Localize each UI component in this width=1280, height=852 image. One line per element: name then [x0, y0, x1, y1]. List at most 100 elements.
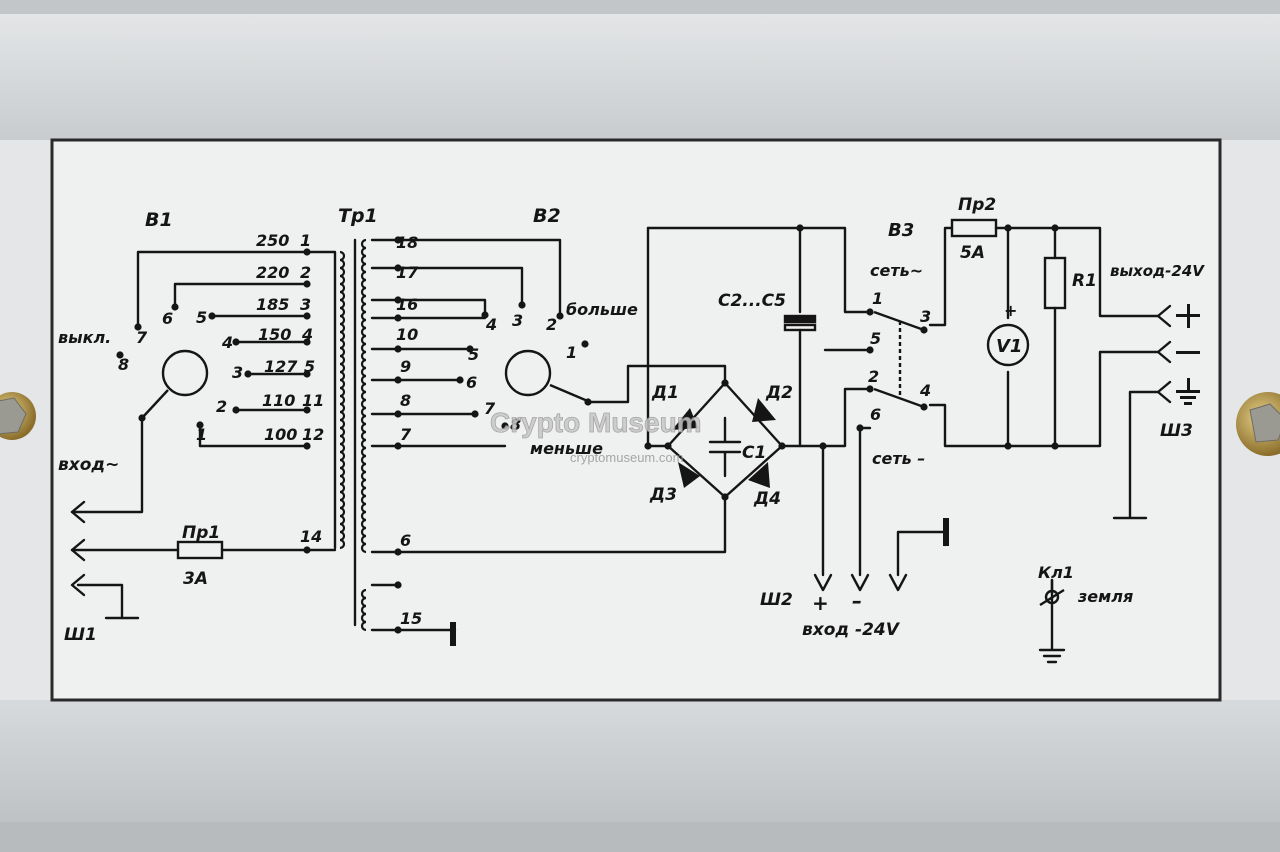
label-pr1-rating: 3А — [183, 569, 208, 589]
label-sh3: Ш3 — [1160, 421, 1193, 441]
b3-contact: 1 — [872, 289, 883, 308]
label-input-minus: – — [852, 589, 862, 613]
b2-contact: 5 — [468, 345, 479, 364]
junction-dot — [394, 345, 402, 353]
junction-dot — [584, 398, 592, 406]
diode-d4-icon — [748, 462, 770, 488]
secondary-pin: 9 — [400, 357, 411, 376]
b3-contact: 6 — [870, 405, 881, 424]
secondary-pin: 6 — [400, 531, 411, 550]
primary-tap-labels: 250 1 220 2 185 3 150 4 127 5 110 11 100… — [256, 231, 324, 444]
tap-pin: 3 — [300, 295, 311, 314]
schematic-plate — [50, 138, 1222, 702]
b1-contact-labels: 7 8 6 5 4 3 2 1 — [118, 308, 243, 444]
junction-dot — [394, 626, 402, 634]
b1-contact: 2 — [216, 397, 227, 416]
label-d4: Д4 — [753, 489, 781, 509]
label-d3: Д3 — [649, 485, 677, 505]
junction-dot — [721, 493, 729, 501]
b2-contact: 8 — [510, 415, 521, 434]
label-zemlya: земля — [1077, 587, 1133, 606]
voltmeter-v1 — [986, 323, 1030, 367]
junction-dot — [303, 248, 311, 256]
tap-voltage: 150 — [258, 325, 291, 344]
junction-dot — [138, 414, 146, 422]
coil-loop — [339, 250, 346, 550]
label-b1: В1 — [145, 209, 173, 231]
junction-dot — [171, 303, 179, 311]
b2-contact: 1 — [566, 343, 577, 362]
junction-dot — [456, 376, 464, 384]
label-v1-polarity: + — [1004, 301, 1017, 320]
junction-dot — [196, 421, 204, 429]
junction-dot — [819, 442, 827, 450]
coil-loop — [360, 588, 367, 632]
junction-dot — [303, 442, 311, 450]
transformer-windings — [339, 238, 367, 632]
junction-dot — [518, 301, 526, 309]
b2-contact: 6 — [466, 373, 477, 392]
junction-dot — [778, 442, 786, 450]
tap-voltage: 127 — [264, 357, 298, 376]
junction-dot — [856, 424, 864, 432]
output-minus-icon — [1176, 351, 1200, 354]
b1-contact: 5 — [196, 308, 207, 327]
junction-dot — [394, 314, 402, 322]
tap-pin: 11 — [302, 391, 324, 410]
shield-ground-bar — [450, 622, 456, 646]
label-bolshe: больше — [566, 300, 638, 319]
b3-contact-labels: 1 3 5 2 4 6 — [868, 289, 931, 424]
b2-contact: 4 — [485, 315, 497, 334]
label-vkhod-dc: вход -24V — [802, 620, 901, 640]
junction-dot — [232, 338, 240, 346]
junction-dot — [303, 280, 311, 288]
diode-d1-icon — [672, 408, 698, 430]
junction-dot — [866, 308, 874, 316]
junction-dot — [394, 442, 402, 450]
diode-d2-icon — [752, 398, 776, 422]
junction-dot — [1004, 224, 1012, 232]
label-c2c5: С2...С5 — [718, 291, 786, 311]
left-screw-icon — [0, 392, 36, 440]
b3-contact: 2 — [868, 367, 879, 386]
diode-d3-icon — [678, 462, 700, 488]
junction-dot — [664, 442, 672, 450]
label-tp1: Тр1 — [338, 205, 378, 227]
junction-dot — [394, 581, 402, 589]
label-kl1: Кл1 — [1038, 563, 1074, 582]
secondary-pin: 18 — [396, 233, 418, 252]
b3-blade-bottom — [873, 387, 925, 409]
junction-dot — [1051, 224, 1059, 232]
junction-dot — [481, 311, 489, 319]
b1-contact: 3 — [232, 363, 243, 382]
tap-pin: 1 — [300, 231, 311, 250]
label-pr2-rating: 5А — [960, 243, 985, 263]
tap-pin: 2 — [300, 263, 311, 282]
junction-dot — [208, 312, 216, 320]
secondary-pin: 8 — [400, 391, 411, 410]
label-pr1: Пр1 — [182, 523, 220, 543]
capacitor-c2-c5-plate-top — [783, 314, 817, 324]
b2-contact: 3 — [512, 311, 523, 330]
junction-dot — [303, 312, 311, 320]
b1-contact: 8 — [118, 355, 129, 374]
coil-loop — [360, 238, 367, 554]
tap-pin: 5 — [304, 357, 315, 376]
junction-dot — [394, 548, 402, 556]
watermark-url: cryptomuseum.com — [570, 450, 683, 465]
secondary-pin: 10 — [396, 325, 418, 344]
junction-dot — [394, 264, 402, 272]
junction-dot — [303, 406, 311, 414]
tap-voltage: 220 — [256, 263, 289, 282]
junction-dots — [116, 224, 1059, 634]
capacitor-c2-c5-plate-bottom — [783, 323, 817, 332]
kl1-switch-blade — [1039, 588, 1065, 607]
b1-contact: 6 — [162, 309, 173, 328]
label-sh1: Ш1 — [64, 625, 97, 645]
b3-contact: 4 — [919, 381, 931, 400]
tap-voltage: 100 — [264, 425, 297, 444]
secondary-pin: 7 — [400, 425, 412, 444]
secondary-pin: 15 — [400, 609, 422, 628]
resistor-r1 — [1043, 256, 1067, 310]
